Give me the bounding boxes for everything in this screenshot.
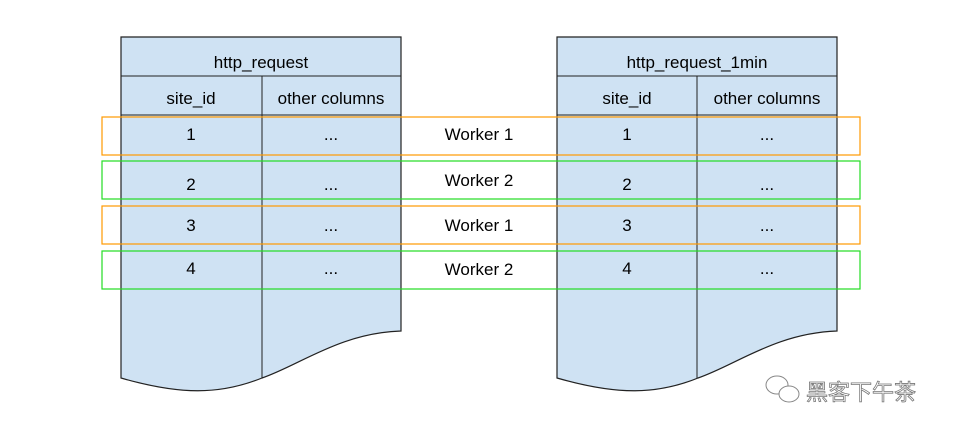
worker-2-box xyxy=(101,160,861,200)
table-http-request-1min: http_request_1min site_id other columns … xyxy=(556,36,838,392)
column-header: site_id xyxy=(602,89,651,108)
table-http-request: http_request site_id other columns 1 ...… xyxy=(120,36,402,392)
cell: ... xyxy=(324,125,338,144)
cell: 3 xyxy=(622,216,631,235)
worker-1-box xyxy=(101,116,861,156)
cell: ... xyxy=(760,259,774,278)
cell: 1 xyxy=(186,125,195,144)
worker-label: Worker 2 xyxy=(445,260,514,279)
cell: ... xyxy=(324,259,338,278)
cell: ... xyxy=(760,175,774,194)
table-title: http_request_1min xyxy=(627,53,768,72)
table-title: http_request xyxy=(214,53,309,72)
cell: 2 xyxy=(622,175,631,194)
worker-2-box xyxy=(101,250,861,290)
watermark-text: 黑客下午茶 xyxy=(806,381,916,406)
column-header: other columns xyxy=(278,89,385,108)
worker-label: Worker 1 xyxy=(445,216,514,235)
cell: 1 xyxy=(622,125,631,144)
cell: ... xyxy=(760,216,774,235)
cell: 3 xyxy=(186,216,195,235)
worker-label: Worker 2 xyxy=(445,171,514,190)
cell: 4 xyxy=(622,259,631,278)
cell: 2 xyxy=(186,175,195,194)
wechat-icon xyxy=(765,375,800,403)
column-header: site_id xyxy=(166,89,215,108)
cell: ... xyxy=(760,125,774,144)
cell: 4 xyxy=(186,259,195,278)
cell: ... xyxy=(324,216,338,235)
worker-1-box xyxy=(101,205,861,245)
cell: ... xyxy=(324,175,338,194)
column-header: other columns xyxy=(714,89,821,108)
worker-label: Worker 1 xyxy=(445,125,514,144)
